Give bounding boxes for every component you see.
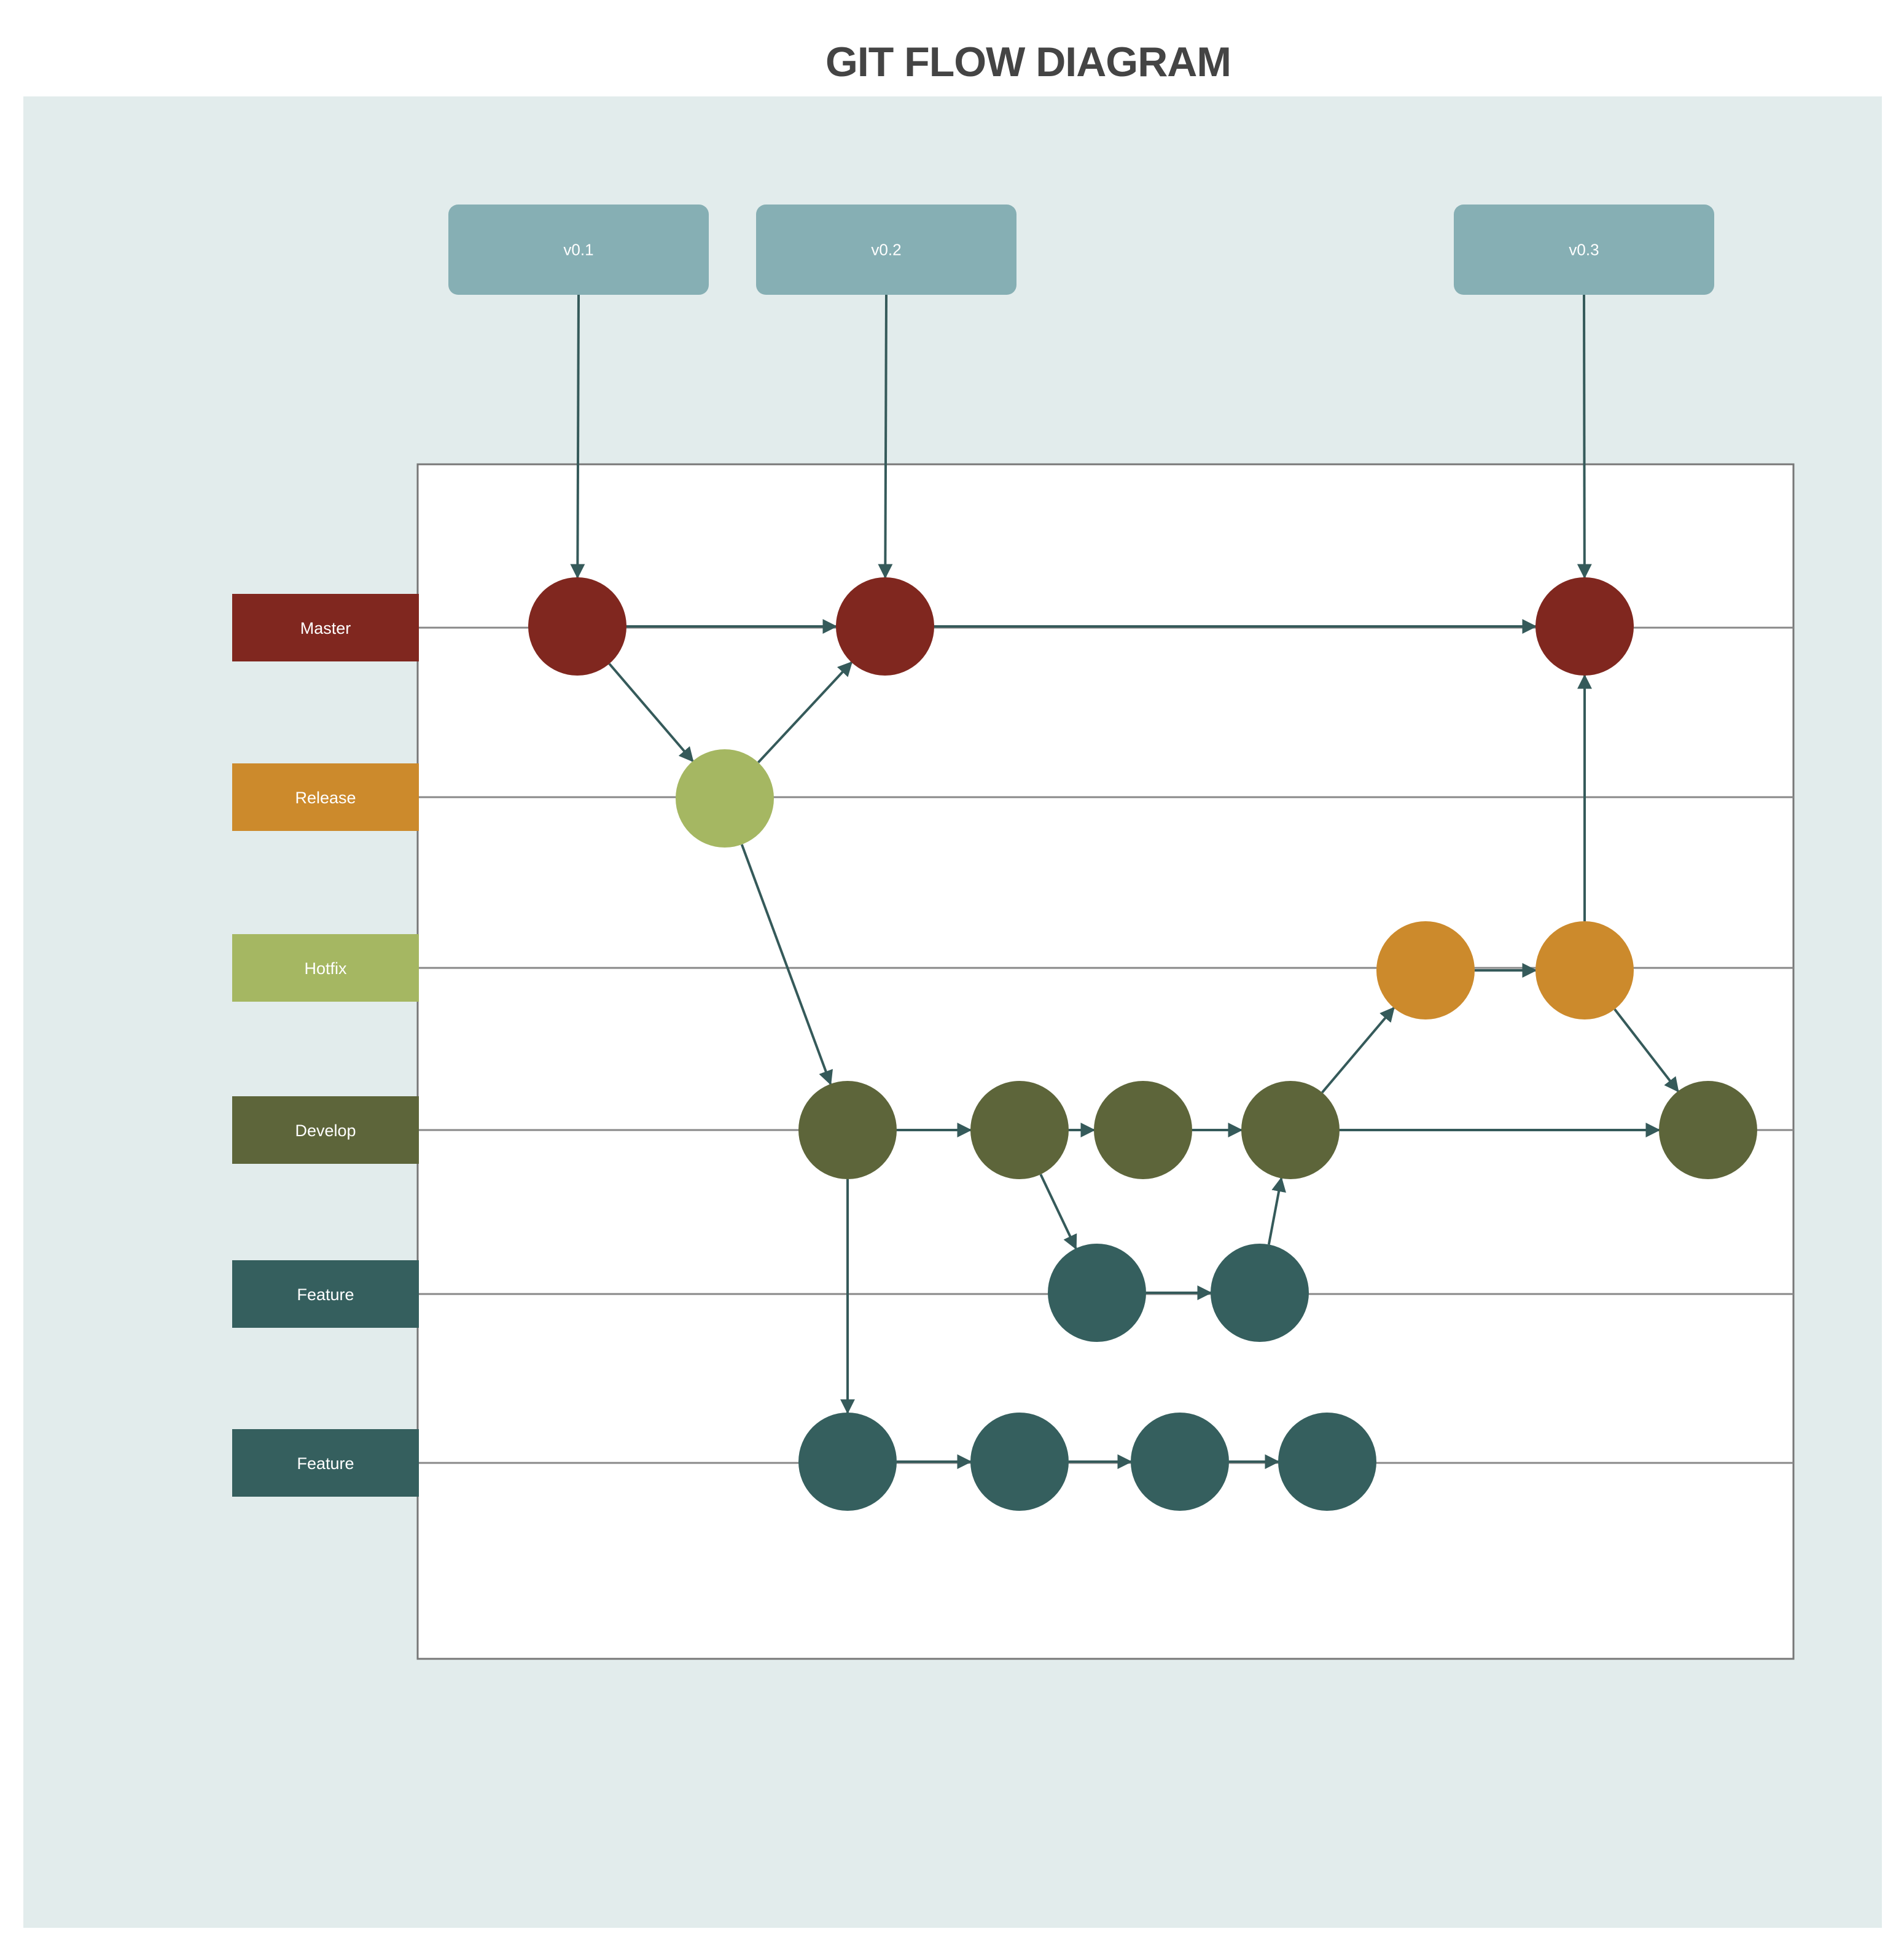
arrow-m1-to-r1 xyxy=(608,663,694,763)
lane-label-develop: Develop xyxy=(295,1121,356,1140)
arrow-r1-to-m2 xyxy=(757,661,853,763)
diagram-title: GIT FLOW DIAGRAM xyxy=(825,39,1231,85)
arrow-t1-to-m1 xyxy=(570,294,585,579)
version-tag-label: v0.3 xyxy=(1569,241,1599,259)
lane-label-box-master xyxy=(232,594,419,661)
lane-label-box-release xyxy=(232,763,419,831)
version-tag-box-t3 xyxy=(1454,205,1714,295)
commit-node-fb1 xyxy=(798,1413,897,1511)
arrow-d4-to-h1 xyxy=(1321,1007,1395,1094)
commit-node-h1 xyxy=(1376,921,1475,1019)
version-tag-box-t1 xyxy=(448,205,709,295)
lane-label-box-feature2 xyxy=(232,1429,419,1497)
commit-node-m1 xyxy=(528,577,626,676)
arrow-h2-to-d5 xyxy=(1613,1008,1679,1093)
version-tag-box-t2 xyxy=(756,205,1016,295)
arrow-r1-to-d1 xyxy=(740,844,833,1086)
version-tags: v0.1 v0.2 v0.3 xyxy=(448,205,1714,295)
arrow-fa2-to-d4 xyxy=(1267,1177,1286,1245)
commit-node-r1 xyxy=(676,749,774,848)
lane-label-master: Master xyxy=(300,619,351,637)
commit-node-fb2 xyxy=(970,1413,1069,1511)
commit-node-m2 xyxy=(836,577,934,676)
lane-label-feature2: Feature xyxy=(297,1454,354,1473)
commit-node-m3 xyxy=(1535,577,1634,676)
version-tag-label: v0.2 xyxy=(871,241,901,259)
commit-node-d5 xyxy=(1659,1081,1757,1179)
lane-label-box-develop xyxy=(232,1096,419,1164)
commit-nodes xyxy=(528,577,1757,1511)
commit-node-h2 xyxy=(1535,921,1634,1019)
commit-node-fb3 xyxy=(1131,1413,1229,1511)
commit-node-d2 xyxy=(970,1081,1069,1179)
lane-label-box-hotfix xyxy=(232,934,419,1002)
lane-label-hotfix: Hotfix xyxy=(304,959,347,978)
lane-label-box-feature1 xyxy=(232,1260,419,1328)
commit-node-d1 xyxy=(798,1081,897,1179)
commit-node-fa1 xyxy=(1048,1244,1146,1342)
lane-label-feature1: Feature xyxy=(297,1285,354,1304)
commit-node-fa2 xyxy=(1211,1244,1309,1342)
version-tag-label: v0.1 xyxy=(563,241,593,259)
arrow-t3-to-m3 xyxy=(1577,294,1592,579)
lane-label-release: Release xyxy=(295,789,356,807)
commit-node-d4 xyxy=(1241,1081,1340,1179)
commit-arrows xyxy=(570,294,1679,1469)
commit-node-d3 xyxy=(1094,1081,1192,1179)
commit-node-fb4 xyxy=(1278,1413,1376,1511)
arrow-t2-to-m2 xyxy=(878,294,893,579)
arrow-d2-to-fa1 xyxy=(1039,1174,1077,1250)
